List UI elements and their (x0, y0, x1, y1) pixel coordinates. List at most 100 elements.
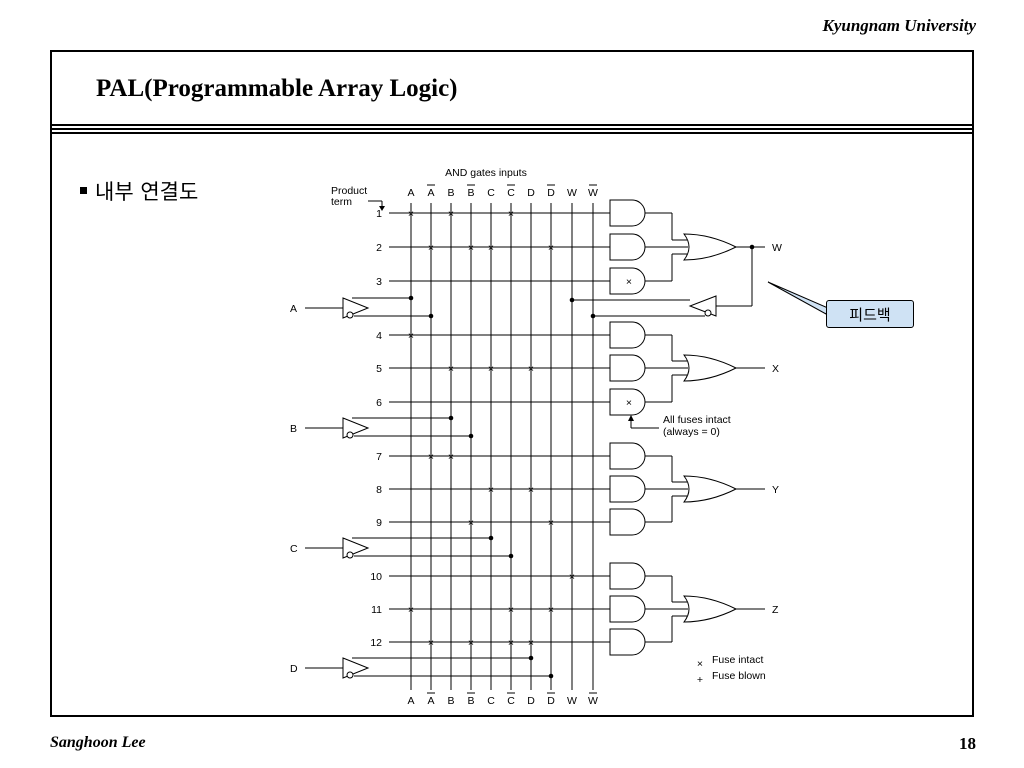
column-label-bottom: D (527, 695, 535, 707)
fuse-intact-mark: × (508, 637, 514, 649)
connection-dot (569, 297, 575, 303)
fuse-intact-mark: × (428, 242, 434, 254)
column-label-bottom: W (567, 695, 577, 707)
and-gate (609, 199, 646, 227)
fuse-intact-mark: × (488, 363, 494, 375)
title-rule (52, 128, 972, 130)
and-gate (609, 442, 646, 470)
output-label: Y (772, 484, 779, 496)
fuse-intact-mark: × (626, 397, 632, 409)
title-rule (52, 124, 972, 126)
and-gate (609, 354, 646, 382)
connection-dot (590, 313, 596, 319)
or-gate (682, 233, 738, 261)
product-term-number: 9 (376, 517, 382, 529)
product-term-number: 3 (376, 276, 382, 288)
column-label-top: B (467, 187, 474, 199)
and-gate (609, 628, 646, 656)
product-term-number: 10 (370, 571, 382, 583)
and-gate (609, 475, 646, 503)
connection-dot (428, 313, 434, 319)
column-label-bottom: B (467, 695, 474, 707)
fuse-intact-mark: × (548, 604, 554, 616)
input-label: C (290, 543, 298, 555)
input-label: B (290, 423, 297, 435)
legend-intact-mark: × (697, 658, 703, 670)
fuse-intact-mark: × (468, 517, 474, 529)
fuse-intact-mark: × (408, 330, 414, 342)
column-label-bottom: C (507, 695, 515, 707)
product-term-number: 7 (376, 451, 382, 463)
inverter-bubble (346, 311, 354, 319)
and-gate (609, 562, 646, 590)
fuse-intact-mark: × (448, 451, 454, 463)
title-rule (52, 132, 972, 134)
product-term-number: 5 (376, 363, 382, 375)
fuse-intact-mark: × (468, 242, 474, 254)
connection-dot (548, 673, 554, 679)
column-label-top: A (407, 187, 414, 199)
product-term-number: 11 (371, 604, 382, 616)
connection-dot (408, 295, 414, 301)
connection-dot (508, 553, 514, 559)
column-label-top: C (507, 187, 515, 199)
and-gate (609, 508, 646, 536)
legend-blown-mark: + (697, 674, 703, 686)
fuse-intact-mark: × (488, 484, 494, 496)
fuse-note: All fuses intact (663, 414, 731, 426)
connection-dot (448, 415, 454, 421)
fuse-intact-mark: × (448, 208, 454, 220)
inverter-bubble (346, 431, 354, 439)
fuse-intact-mark: × (428, 451, 434, 463)
fuse-intact-mark: × (408, 208, 414, 220)
and-gate (609, 388, 646, 416)
fuse-intact-mark: × (626, 276, 632, 288)
input-label: D (290, 663, 298, 675)
fuse-intact-mark: × (488, 242, 494, 254)
university-label: Kyungnam University (822, 16, 977, 35)
connection-dot (488, 535, 494, 541)
product-term-label: term (331, 196, 352, 208)
connection-dot (528, 655, 534, 661)
arrow-head (379, 206, 385, 211)
connection-dot (468, 433, 474, 439)
product-term-number: 12 (370, 637, 382, 649)
callout-pointer (767, 281, 829, 315)
author-label: Sanghoon Lee (50, 734, 146, 751)
fuse-intact-mark: × (428, 637, 434, 649)
feedback-buffer (688, 295, 717, 317)
column-label-bottom: A (427, 695, 434, 707)
legend-intact-label: Fuse intact (712, 654, 763, 666)
product-term-label: Product (331, 185, 367, 197)
fuse-intact-mark: × (528, 484, 534, 496)
fuse-intact-mark: × (528, 637, 534, 649)
fuse-intact-mark: × (548, 242, 554, 254)
bullet-text: 내부 연결도 (95, 180, 199, 204)
column-label-top: A (427, 187, 434, 199)
or-gate (682, 475, 738, 503)
column-label-top: W (567, 187, 577, 199)
slide-title: PAL(Programmable Array Logic) (96, 75, 458, 102)
bullet-square-icon (80, 186, 87, 194)
and-gate (609, 267, 646, 295)
inverter-bubble (346, 671, 354, 679)
bullet-item: 내부 연결도 (80, 176, 198, 206)
or-gate (682, 354, 738, 382)
product-term-number: 6 (376, 397, 382, 409)
fuse-intact-mark: × (508, 208, 514, 220)
slide-frame: PAL(Programmable Array Logic) 내부 연결도 (50, 50, 974, 717)
product-term-number: 1 (376, 208, 382, 220)
fuse-intact-mark: × (468, 637, 474, 649)
fuse-intact-mark: × (508, 604, 514, 616)
or-gate (682, 595, 738, 623)
column-label-bottom: D (547, 695, 555, 707)
output-label: Z (772, 604, 779, 616)
column-label-bottom: C (487, 695, 495, 707)
fuse-intact-mark: × (408, 604, 414, 616)
column-label-top: C (487, 187, 495, 199)
inverter-bubble (346, 551, 354, 559)
column-label-bottom: B (447, 695, 454, 707)
and-gate (609, 321, 646, 349)
arrow-head (628, 415, 634, 421)
